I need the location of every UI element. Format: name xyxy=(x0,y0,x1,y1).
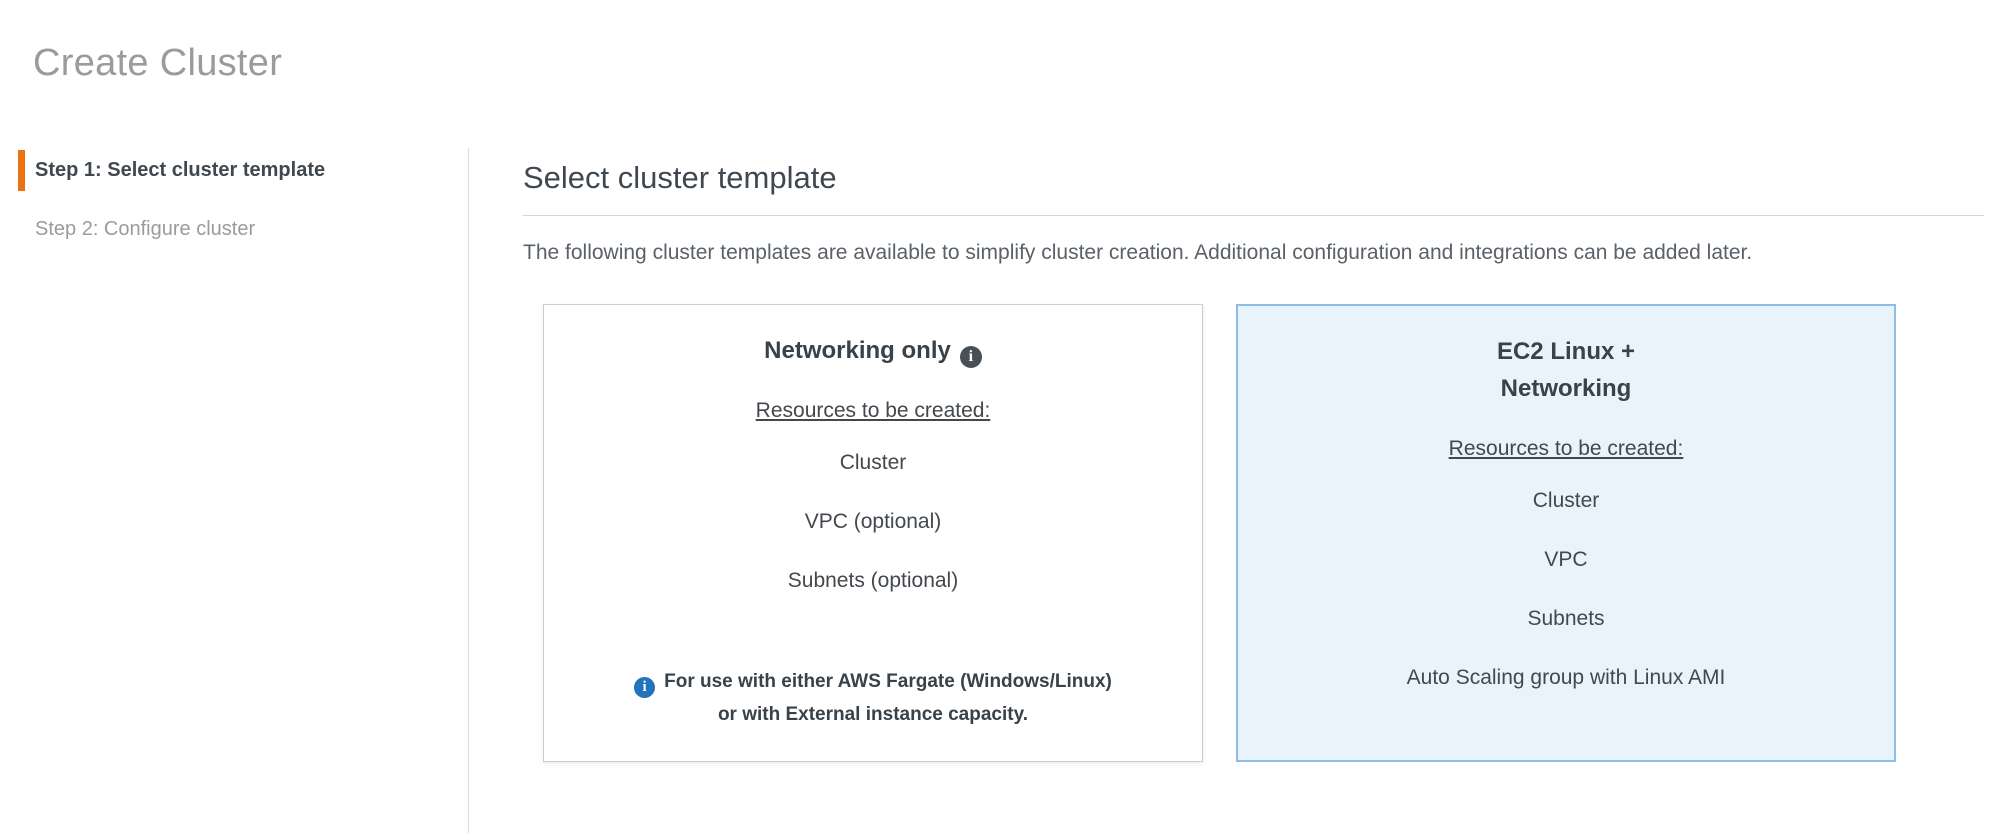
section-description: The following cluster templates are avai… xyxy=(523,241,1753,264)
template-cards: Networking only i Resources to be created… xyxy=(543,304,1985,762)
main-content: Select cluster template The following cl… xyxy=(523,150,1985,762)
card-title-line-2: Networking xyxy=(1500,375,1632,402)
resources-label: Resources to be created: xyxy=(755,399,991,422)
wizard-step-1[interactable]: Step 1: Select cluster template xyxy=(18,150,448,191)
resource-item: Cluster xyxy=(1532,489,1600,512)
section-divider xyxy=(523,215,1984,216)
resource-list: Cluster VPC Subnets Auto Scaling group w… xyxy=(1407,463,1726,692)
resource-item: Cluster xyxy=(839,451,907,474)
card-title: Networking only i xyxy=(764,332,982,369)
info-icon[interactable]: i xyxy=(959,345,982,368)
wizard-step-2[interactable]: Step 2: Configure cluster xyxy=(35,218,256,240)
card-networking-only[interactable]: Networking only i Resources to be created… xyxy=(543,304,1203,762)
page-title: Create Cluster xyxy=(33,42,283,84)
section-title: Select cluster template xyxy=(523,160,837,195)
resources-label: Resources to be created: xyxy=(1448,437,1684,460)
resource-item: Subnets xyxy=(1527,607,1605,630)
resource-item: VPC (optional) xyxy=(804,510,942,533)
resource-item: VPC xyxy=(1544,548,1588,571)
wizard-steps: Step 1: Select cluster template Step 2: … xyxy=(18,150,448,242)
vertical-divider xyxy=(468,148,469,833)
resource-item: Auto Scaling group with Linux AMI xyxy=(1406,666,1726,689)
resource-item: Subnets (optional) xyxy=(787,569,959,592)
card-title-text: Networking only xyxy=(764,337,951,364)
info-icon: i xyxy=(634,677,656,698)
card-note-line-2: or with External instance capacity. xyxy=(717,704,1029,725)
card-ec2-linux-networking[interactable]: EC2 Linux + Networking Resources to be c… xyxy=(1236,304,1896,762)
card-title-line-1: EC2 Linux + xyxy=(1496,338,1636,365)
card-note-text-1: For use with either AWS Fargate (Windows… xyxy=(664,671,1112,692)
card-note-line-1: i For use with either AWS Fargate (Window… xyxy=(634,665,1112,698)
resource-list: Cluster VPC (optional) Subnets (optional… xyxy=(788,425,958,595)
card-note: i For use with either AWS Fargate (Window… xyxy=(634,665,1112,737)
card-title: EC2 Linux + Networking xyxy=(1497,333,1635,407)
